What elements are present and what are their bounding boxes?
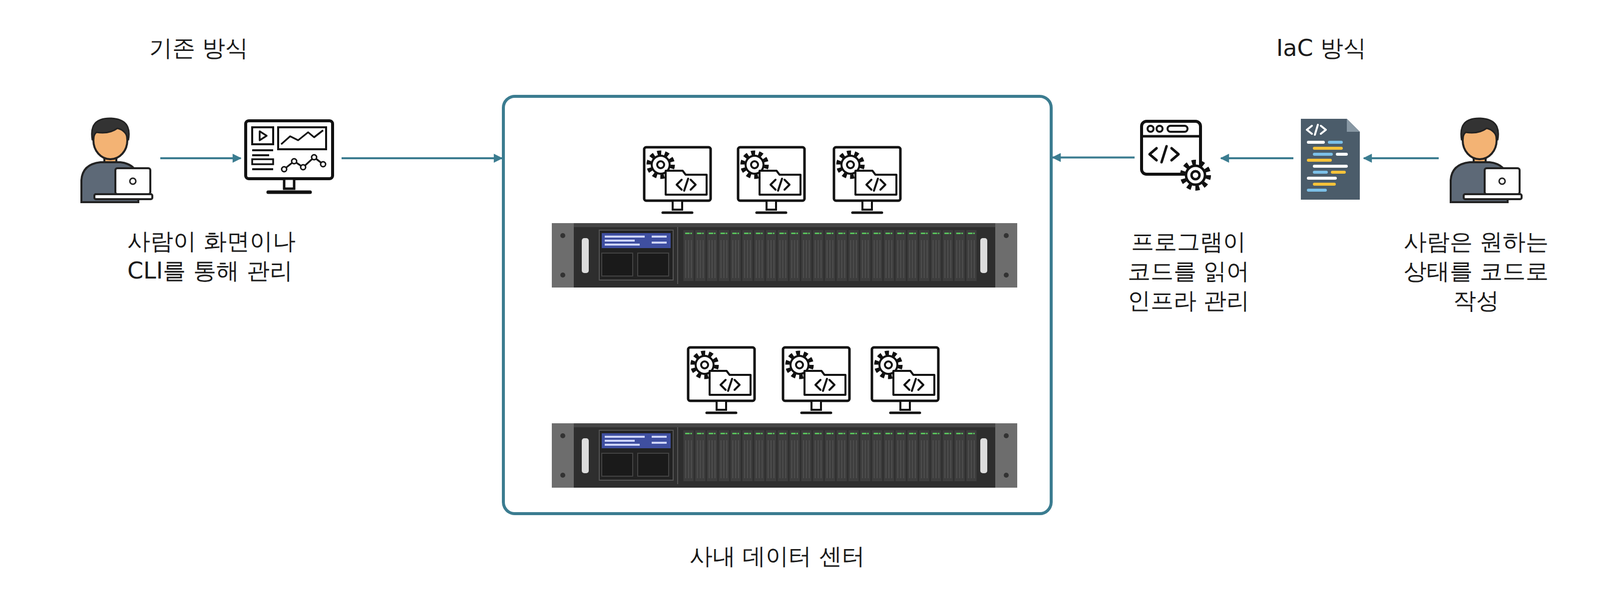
code-monitor-icon: [833, 147, 901, 213]
node-text: 사람은 원하는 상태를 코드로 작성: [1396, 227, 1557, 316]
server-rack: [551, 223, 1018, 288]
program-icon: [1141, 121, 1209, 189]
person-node: 사람은 원하는 상태를 코드로 작성: [1443, 114, 1526, 203]
arrow-line: [160, 157, 241, 160]
datacenter-box: 사내 데이터 센터: [501, 94, 1053, 516]
code-monitor-icon: [644, 147, 711, 213]
code-monitor-icon: [688, 347, 755, 413]
node-text: 프로그램이 코드를 읽어 인프라 관리: [1113, 227, 1264, 316]
flow-arrow: [1052, 157, 1135, 158]
arrow-line: [1052, 156, 1135, 159]
code-monitor-icon: [871, 347, 939, 413]
arrow-line: [1220, 157, 1294, 160]
server-rack: [551, 423, 1018, 488]
node-text: 사람이 화면이나 CLI를 통해 관리: [127, 226, 308, 286]
person-icon: [81, 118, 153, 203]
arrow-line: [341, 157, 502, 160]
dashboard-icon: [245, 120, 333, 193]
section-heading: 기존 방식: [149, 33, 249, 63]
code-monitor-icon: [783, 347, 850, 413]
node-text: 사내 데이터 센터: [501, 541, 1053, 572]
program-node: 프로그램이 코드를 읽어 인프라 관리: [1139, 119, 1217, 196]
person-icon: [1450, 118, 1522, 203]
code-monitor-icon: [738, 147, 805, 213]
flow-arrow: [160, 158, 502, 159]
section-heading: IaC 방식: [1276, 33, 1367, 63]
flow-arrow: [1220, 158, 1439, 159]
code-file-icon: [1300, 118, 1360, 200]
person-node: 사람이 화면이나 CLI를 통해 관리: [74, 114, 154, 203]
arrow-line: [1363, 157, 1439, 160]
